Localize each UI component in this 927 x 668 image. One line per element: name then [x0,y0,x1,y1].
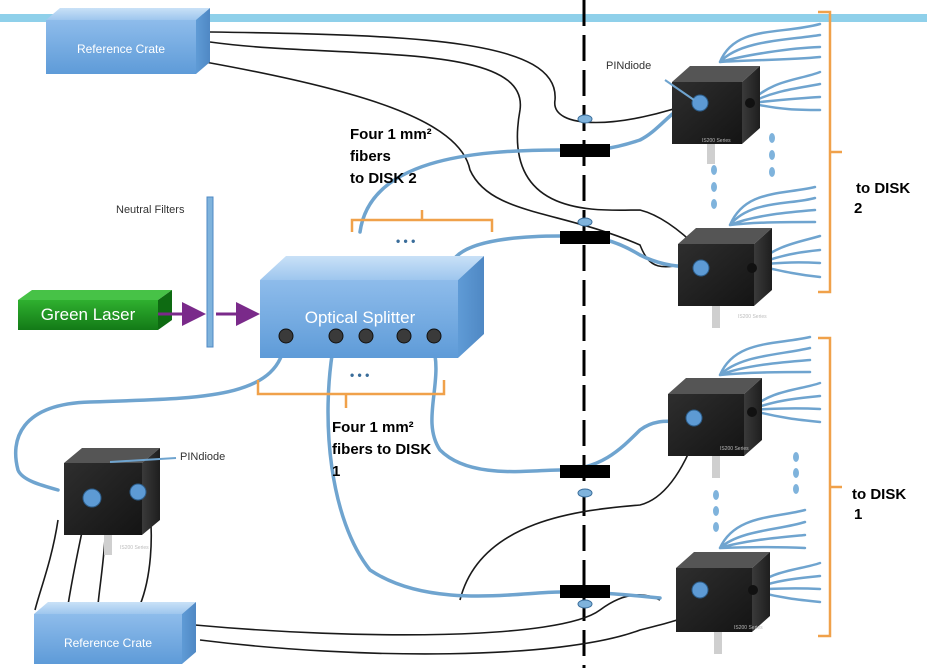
fiber-bundle [748,70,822,112]
fibers-disk2-line3: to DISK 2 [350,170,417,187]
cube-top-1 [672,66,760,164]
connector [560,144,610,157]
bracket-top [350,210,494,232]
pin-arrow-top [664,79,695,101]
fiber [430,341,692,474]
connector [560,585,610,598]
cube-series-label: IS200 Series [720,446,749,452]
reference-crate-bottom [34,602,196,664]
reference-crate-top-label: Reference Crate [76,42,166,56]
fibers-disk2-line1: Four 1 mm² [350,126,432,143]
splitter-ellipsis-top: • • • [396,234,416,248]
pin-top-label: PINdiode [606,60,652,72]
cable [204,61,696,268]
splitter-label: Optical Splitter [304,308,416,327]
neutral-filter [206,196,214,348]
header-bar [0,14,927,22]
splitter-port [278,328,294,344]
optical-splitter [260,256,484,358]
cube-bottom-2 [676,552,770,654]
reference-crate-top [46,8,210,74]
splitter-port [358,328,374,344]
fiber-bundle [748,381,822,424]
splitter-ports [278,328,442,344]
to-disk1-line1: to DISK [852,486,907,503]
cube-bottom-1 [668,378,762,478]
fibers-disk1-line3: 1 [332,463,341,480]
bracket-bottom [256,380,446,408]
pin-arrow-left [109,457,177,463]
cube-series-label: IS200 Series [120,545,149,551]
reference-crate-bottom-label: Reference Crate [63,636,153,650]
fiber-bundle [718,508,807,550]
fibers-disk2-line2: fibers [350,148,391,165]
connector [560,231,610,244]
green-laser [18,290,172,330]
cube-series-label: IS200 Series [734,625,763,631]
bracket-disk1 [818,336,842,638]
orange-brackets [256,10,842,638]
to-disk2-line1: to DISK [856,180,911,197]
cube-series-label: IS200 Series [702,138,731,144]
bracket-disk2 [818,10,842,294]
fiber [13,338,287,492]
fiber-bundle [718,335,812,377]
cube-reference [64,448,160,555]
cable [209,41,701,251]
vertical-ellipsis [711,133,799,532]
fibers-disk1-line2: fibers to DISK [332,441,432,458]
fiber-bundle [753,234,822,279]
fiber-bundle [728,185,817,227]
cube-series-label: IS200 Series [738,314,767,320]
neutral-filters-label: Neutral Filters [116,204,185,216]
fibers-disk1-line1: Four 1 mm² [332,419,414,436]
pin-left-label: PINdiode [180,451,226,463]
to-disk1-line2: 1 [854,506,863,523]
cable [199,611,701,655]
splitter-port [426,328,442,344]
cable [209,31,701,124]
fiber-bundle [718,22,822,64]
cable [459,429,699,601]
splitter-port [328,328,344,344]
to-disk2-line2: 2 [854,200,863,217]
laser-label: Green Laser [40,305,136,324]
fiber-bundles [718,22,822,604]
splitter-ellipsis-bottom: • • • [350,368,370,382]
splitter-port [396,328,412,344]
connector [560,465,610,478]
cable [34,519,59,611]
feedthroughs [577,114,593,609]
fiber-bundle [748,561,822,604]
cube-top-2 [678,228,772,328]
connectors [560,144,610,598]
